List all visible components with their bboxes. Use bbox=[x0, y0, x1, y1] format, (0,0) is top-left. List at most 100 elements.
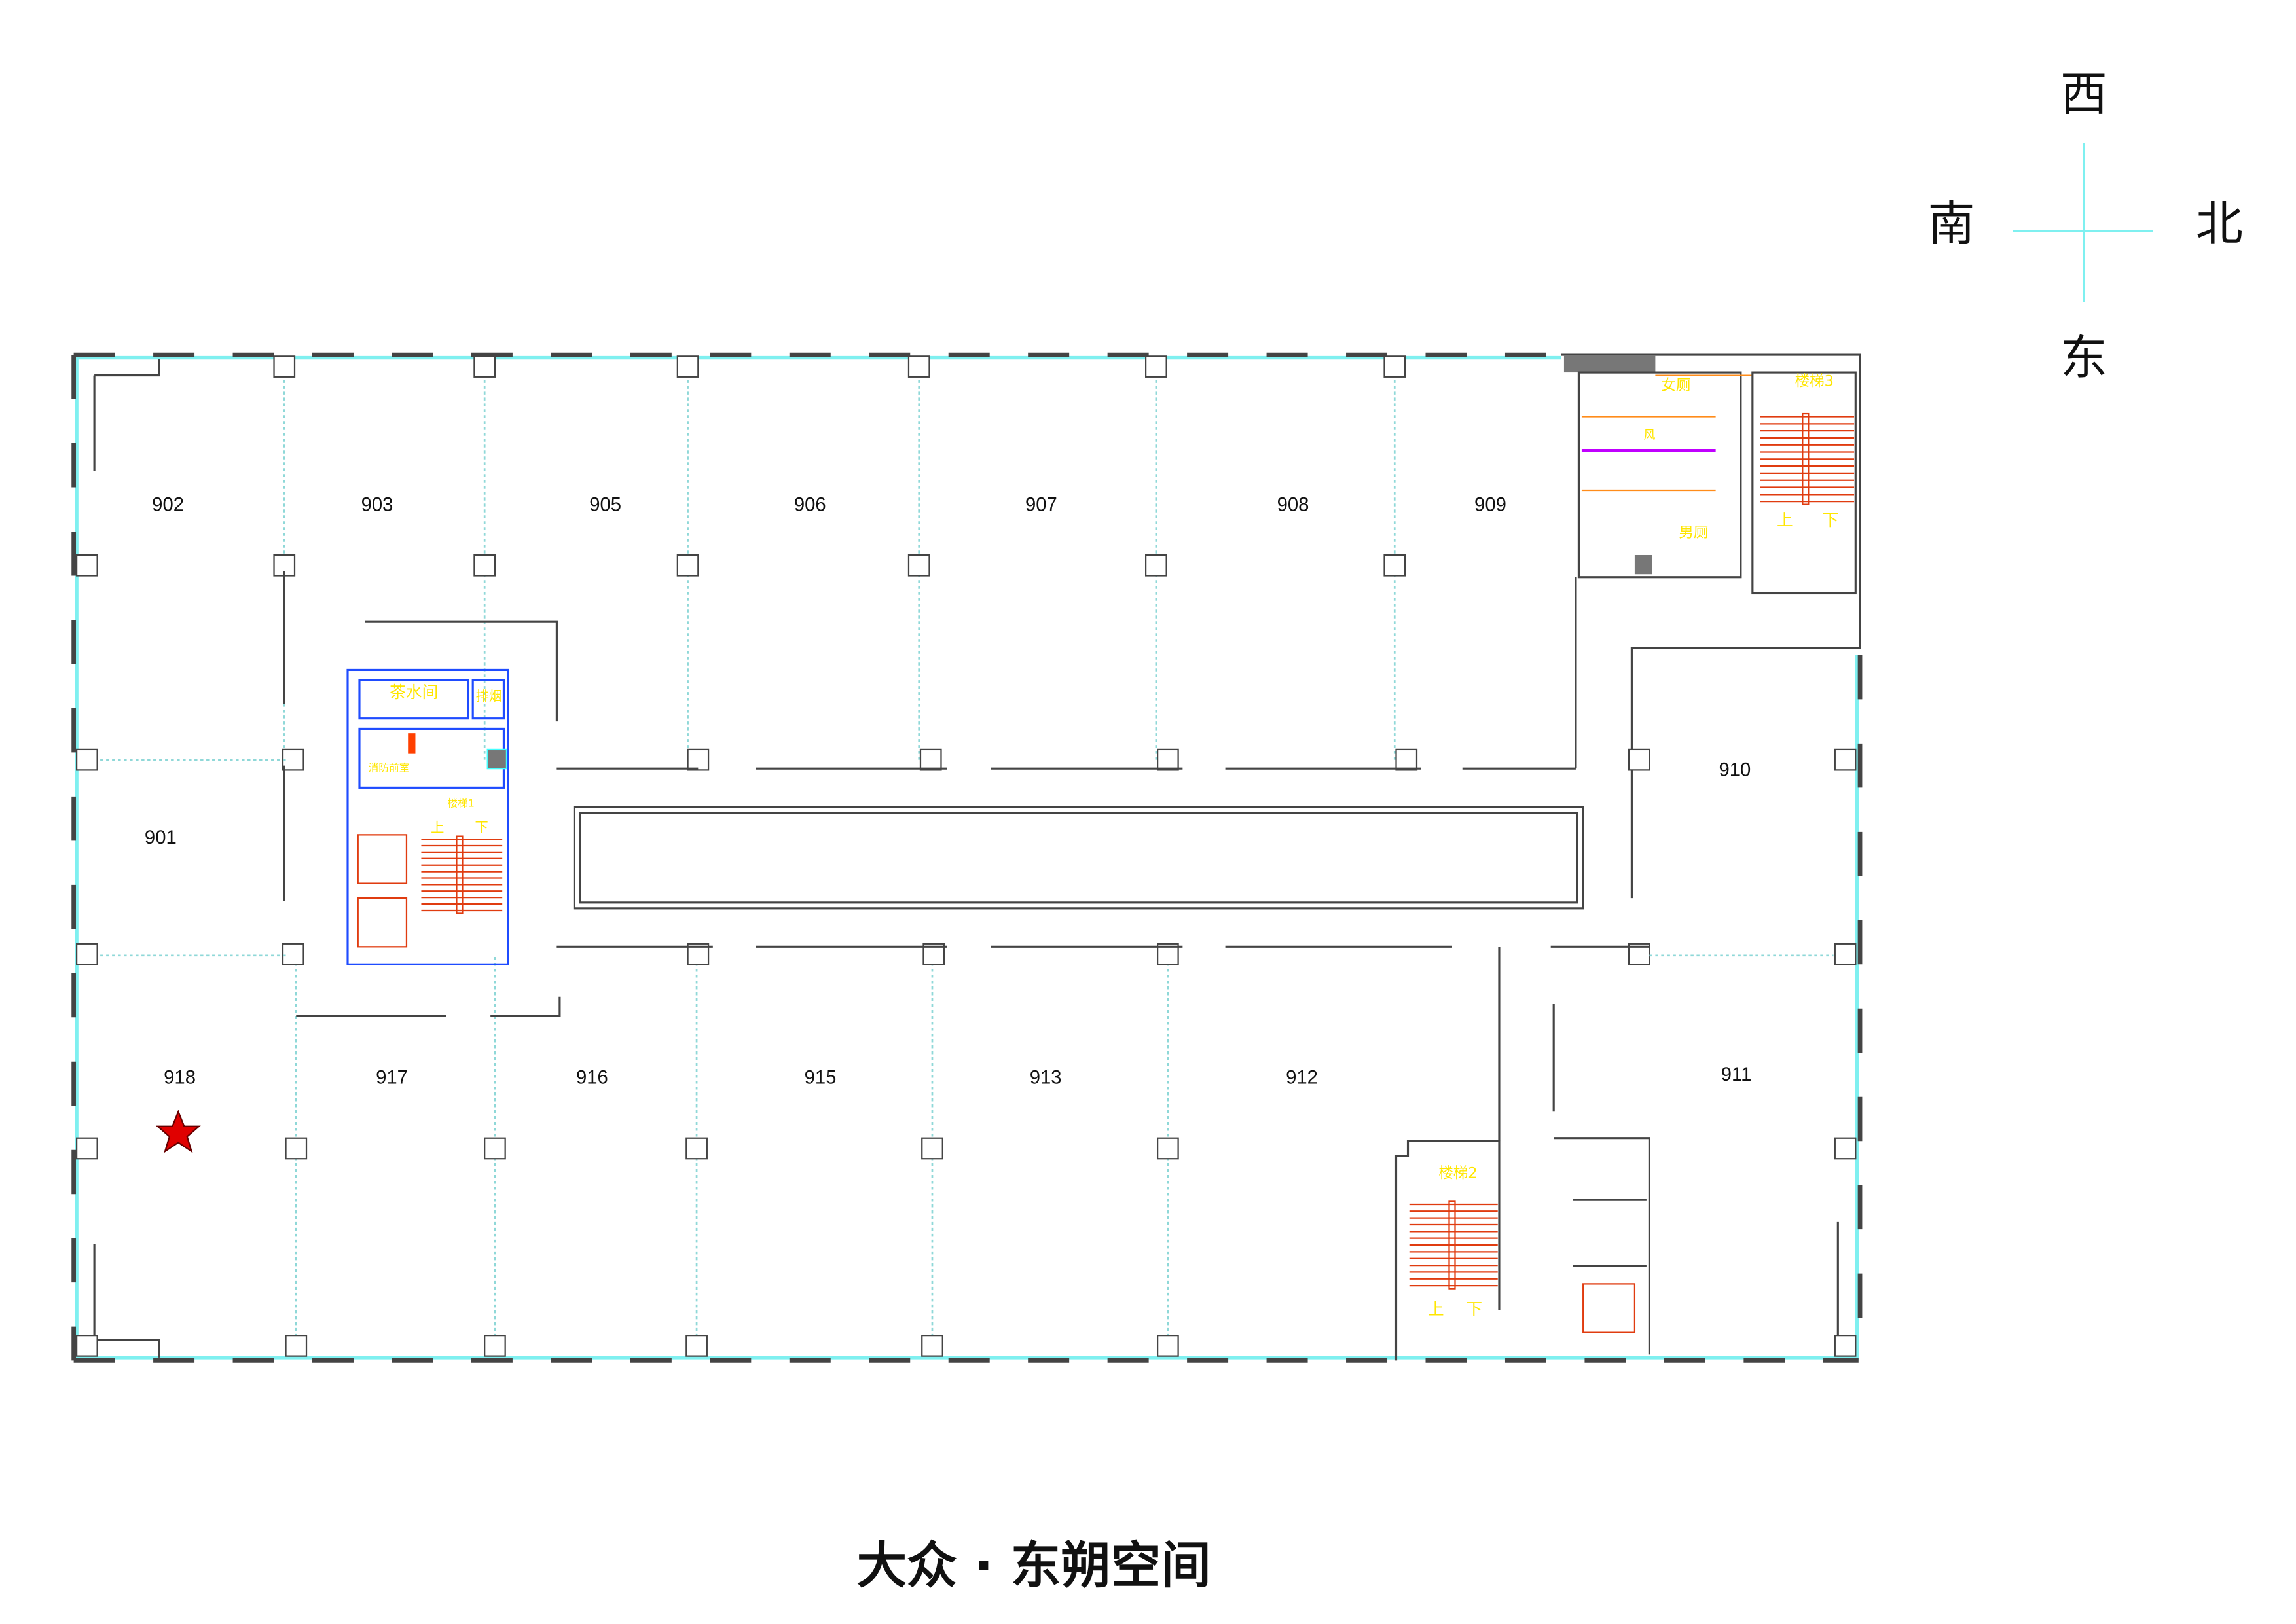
column bbox=[1156, 1335, 1179, 1357]
central-void bbox=[573, 806, 1584, 910]
column bbox=[687, 748, 710, 771]
elevator-block bbox=[1554, 1137, 1650, 1355]
column bbox=[1156, 748, 1179, 771]
wall-916-top bbox=[490, 996, 561, 1017]
stair2-block: 楼梯2 上 下 bbox=[1394, 1137, 1650, 1361]
column bbox=[1145, 554, 1167, 577]
room-label-911: 911 bbox=[1721, 1064, 1752, 1085]
column bbox=[1156, 1137, 1179, 1160]
core-outline bbox=[346, 668, 509, 965]
pantry-room bbox=[358, 679, 470, 720]
compass-north: 北 bbox=[2196, 196, 2243, 251]
room-label-907: 907 bbox=[1025, 495, 1057, 516]
column bbox=[907, 554, 930, 577]
room-label-901: 901 bbox=[145, 827, 177, 848]
pantry-label: 茶水间 bbox=[390, 683, 438, 702]
shaft-block-bottom bbox=[1634, 554, 1652, 575]
compass-south: 南 bbox=[1928, 196, 1975, 251]
core-block: 茶水间 排烟 消防前室 楼梯1 上 下 bbox=[346, 668, 509, 965]
column bbox=[1834, 943, 1857, 965]
building-shell bbox=[71, 352, 1863, 1363]
elevator-3 bbox=[1582, 1283, 1636, 1333]
toilet-room bbox=[1577, 371, 1742, 579]
stair-handrail bbox=[1802, 412, 1810, 505]
stair1-label: 楼梯1 bbox=[447, 797, 474, 810]
stair-2-treads bbox=[1409, 1200, 1498, 1290]
column bbox=[75, 554, 98, 577]
column bbox=[1145, 355, 1167, 378]
stair2-enclosure bbox=[1394, 1140, 1501, 1361]
column bbox=[1383, 554, 1406, 577]
column bbox=[1383, 355, 1406, 378]
column bbox=[676, 554, 699, 577]
column bbox=[1395, 748, 1418, 771]
room-label-903: 903 bbox=[361, 495, 393, 516]
room-label-908: 908 bbox=[1277, 495, 1309, 516]
stair-handrail bbox=[1448, 1200, 1456, 1290]
column bbox=[1834, 1137, 1857, 1160]
column bbox=[484, 1335, 506, 1357]
column bbox=[75, 748, 98, 771]
shaft-block bbox=[486, 748, 508, 770]
column bbox=[282, 748, 304, 771]
column bbox=[676, 355, 699, 378]
women-toilet-label: 女厕 bbox=[1661, 377, 1690, 394]
core-surround-top bbox=[365, 620, 558, 722]
column bbox=[75, 1137, 98, 1160]
compass-west: 西 bbox=[2060, 67, 2107, 122]
stair3-enclosure bbox=[1751, 371, 1857, 595]
column bbox=[282, 943, 304, 965]
smoke-exhaust-label: 排烟 bbox=[476, 689, 502, 704]
stair1-down: 下 bbox=[475, 820, 488, 835]
stair2-down: 下 bbox=[1466, 1300, 1482, 1319]
column bbox=[921, 1137, 943, 1160]
corridor bbox=[283, 571, 1650, 1142]
central-void-inner bbox=[579, 812, 1578, 904]
fire-lobby-label: 消防前室 bbox=[368, 762, 409, 774]
corner-sw bbox=[94, 1339, 160, 1358]
column bbox=[921, 1335, 943, 1357]
fire-hydrant bbox=[408, 733, 416, 754]
column bbox=[75, 943, 98, 965]
stair3-down: 下 bbox=[1823, 511, 1839, 530]
vent-label: 风 bbox=[1643, 428, 1655, 442]
room-label-912: 912 bbox=[1286, 1067, 1318, 1088]
column bbox=[1834, 748, 1857, 771]
compass: 西 南 北 东 bbox=[1928, 67, 2243, 386]
stair-3-treads bbox=[1760, 412, 1855, 505]
room-label-906: 906 bbox=[794, 495, 826, 516]
stair-1-treads bbox=[421, 835, 503, 914]
stair2-label: 楼梯2 bbox=[1438, 1164, 1477, 1182]
column bbox=[75, 1335, 98, 1357]
corner-nw bbox=[94, 359, 160, 377]
column bbox=[907, 355, 930, 378]
star-icon[interactable] bbox=[155, 1110, 201, 1153]
room-label-916: 916 bbox=[576, 1067, 608, 1088]
column bbox=[1834, 1335, 1857, 1357]
room-label-918: 918 bbox=[164, 1067, 196, 1088]
column bbox=[1628, 748, 1650, 771]
room-label-913: 913 bbox=[1030, 1067, 1062, 1088]
column bbox=[484, 1137, 506, 1160]
column bbox=[473, 554, 496, 577]
smoke-shaft bbox=[471, 679, 505, 720]
men-toilet-label: 男厕 bbox=[1679, 524, 1708, 541]
column bbox=[473, 355, 496, 378]
toilet-block: 女厕 风 男厕 楼梯3 上 下 bbox=[1563, 355, 1857, 595]
room-label-917: 917 bbox=[376, 1067, 408, 1088]
stair3-up: 上 bbox=[1777, 511, 1793, 530]
room-label-909: 909 bbox=[1474, 495, 1506, 516]
fire-lobby bbox=[358, 727, 505, 789]
stair2-up: 上 bbox=[1428, 1300, 1444, 1319]
stair-handrail bbox=[456, 835, 464, 914]
column bbox=[285, 1335, 308, 1357]
room-label-902: 902 bbox=[152, 495, 184, 516]
column bbox=[273, 355, 296, 378]
column bbox=[285, 1137, 308, 1160]
compass-east: 东 bbox=[2060, 330, 2107, 385]
wall-north-east bbox=[1561, 353, 1861, 899]
room-label-910: 910 bbox=[1719, 759, 1751, 780]
partitions-and-columns bbox=[75, 355, 1857, 1357]
